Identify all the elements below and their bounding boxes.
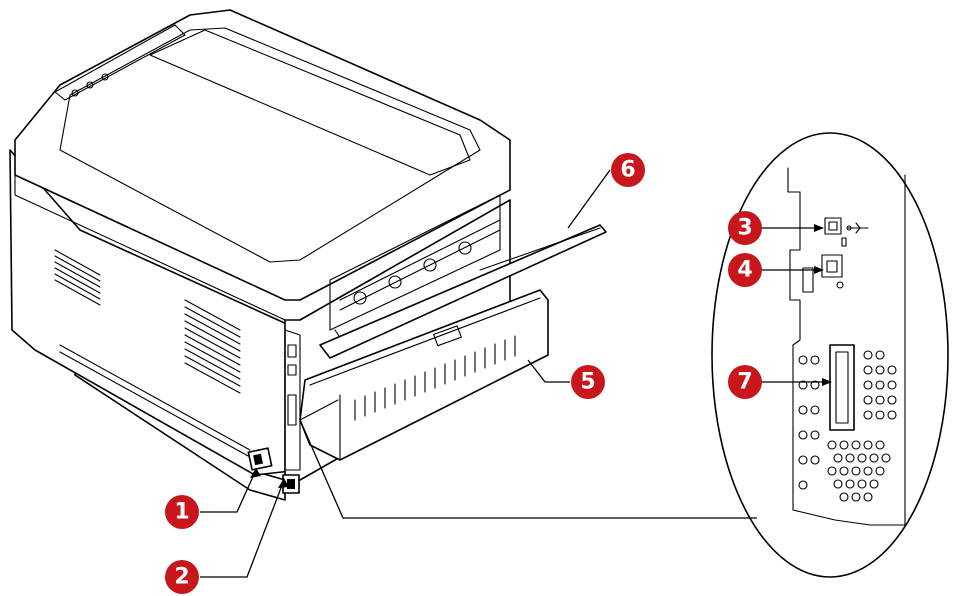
- callout-4-badge: [728, 253, 762, 287]
- callout-1: 1: [165, 495, 199, 529]
- callout-3: 3: [728, 211, 762, 245]
- callout-7-label: 7: [737, 370, 752, 395]
- power-switch: [247, 447, 273, 471]
- callout-1-badge: [165, 495, 199, 529]
- ethernet-port: [821, 254, 844, 289]
- callout-5: 5: [571, 365, 605, 399]
- perforated-panel: [798, 350, 897, 502]
- callout-6-label: 6: [620, 158, 635, 183]
- interface-detail-inset: [711, 132, 949, 578]
- usb-port: [824, 217, 869, 235]
- callout-5-badge: [571, 365, 605, 399]
- leader-lines: [200, 169, 832, 578]
- side-vents-left: [54, 249, 101, 306]
- side-vents-right: [184, 299, 241, 394]
- fuser-rollers: [334, 219, 501, 346]
- callout-1-label: 1: [174, 500, 189, 525]
- printer-illustration: [9, 9, 607, 501]
- callout-3-label: 3: [737, 216, 752, 241]
- callout-2-label: 2: [174, 565, 189, 590]
- inset-connector-line: [299, 419, 757, 519]
- callout-6-badge: [611, 153, 645, 187]
- callout-2-badge: [165, 560, 199, 594]
- callout-7: 7: [728, 365, 762, 399]
- callout-7-badge: [728, 365, 762, 399]
- parallel-port: [829, 344, 855, 431]
- callout-3-badge: [728, 211, 762, 245]
- callout-5-label: 5: [580, 370, 595, 395]
- callout-2: 2: [165, 560, 199, 594]
- callout-4-label: 4: [737, 258, 752, 283]
- callout-6: 6: [611, 153, 645, 187]
- rear-output-tray: [319, 224, 607, 359]
- callout-4: 4: [728, 253, 762, 287]
